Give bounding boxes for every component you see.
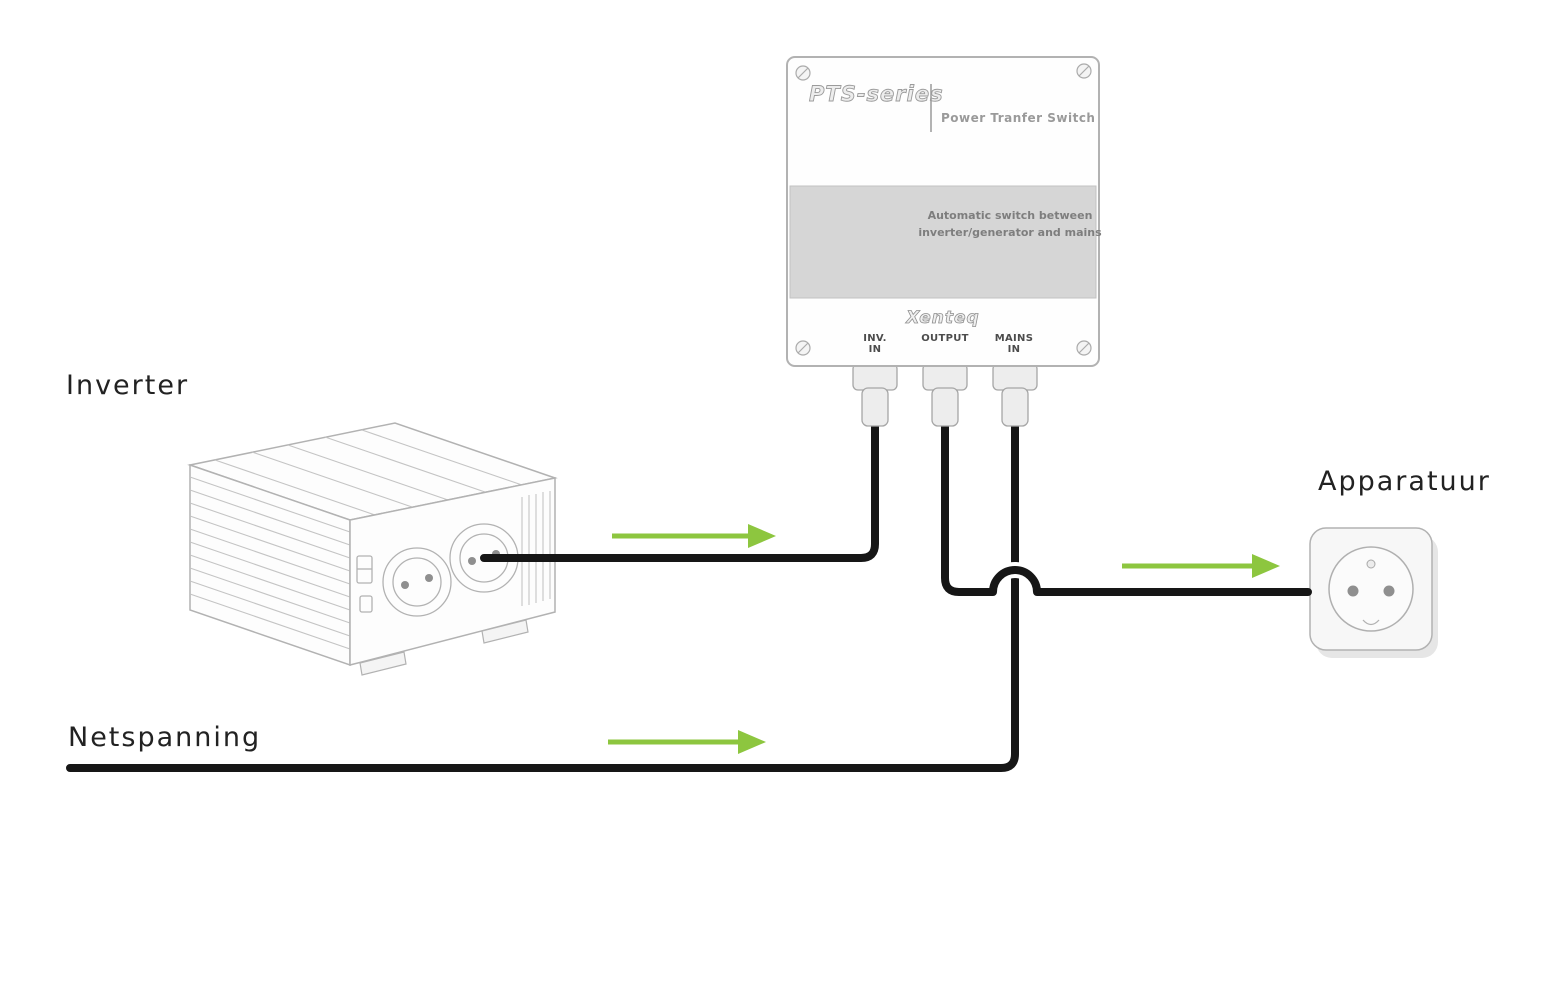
pts-product-name: Power Tranfer Switch: [941, 111, 1095, 125]
inverter-outlet-1: [382, 547, 452, 617]
socket-pin-hole: [1347, 585, 1359, 597]
inverter-foot: [481, 619, 529, 644]
gland-inv-in: [852, 363, 898, 427]
cable-output: [941, 416, 1312, 596]
gland-output: [922, 363, 968, 427]
apparatuur-label: Apparatuur: [1318, 466, 1491, 497]
pts-screw: [795, 340, 811, 356]
inverter-top-ribs: [214, 429, 523, 516]
conn-label-mains-1: MAINS: [995, 333, 1033, 344]
conn-label-inv-in-2: IN: [869, 344, 882, 355]
conn-label-inv-in-1: INV.: [863, 333, 887, 344]
pts-series-title: PTS-series: [809, 82, 944, 106]
flow-arrow-inverter: [612, 524, 776, 548]
pts-description-line2: inverter/generator and mains: [918, 226, 1102, 239]
inverter-vent-slats: [521, 491, 551, 606]
inverter-dc-port: [359, 595, 373, 613]
pts-label-panel: [789, 185, 1097, 299]
pts-screw: [795, 65, 811, 81]
conn-label-mains-2: IN: [1008, 344, 1021, 355]
cable-mains-in: [66, 414, 1019, 772]
socket-recess: [1328, 546, 1414, 632]
inverter-foot: [359, 651, 407, 676]
socket-pin-hole: [1383, 585, 1395, 597]
pts-screw: [1076, 340, 1092, 356]
inverter-heatsink-fins: [189, 476, 351, 650]
flow-arrow-output: [1122, 554, 1280, 578]
socket-screw: [1366, 559, 1376, 569]
pts-description-line1: Automatic switch between: [928, 209, 1093, 222]
inverter-device: [187, 422, 558, 676]
pts-box: PTS-series Power Tranfer Switch Automati…: [786, 56, 1102, 427]
inverter-label: Inverter: [66, 370, 190, 401]
socket-ground-clip: [1362, 619, 1380, 626]
netspanning-label: Netspanning: [68, 722, 262, 753]
gland-mains-in: [992, 363, 1038, 427]
pts-brand-logo: Xenteq: [905, 308, 979, 328]
pts-screw: [1076, 63, 1092, 79]
cable-inverter-in: [480, 414, 879, 562]
flow-arrow-mains: [608, 730, 766, 754]
conn-label-output: OUTPUT: [921, 333, 969, 344]
wall-socket: [1309, 527, 1438, 658]
